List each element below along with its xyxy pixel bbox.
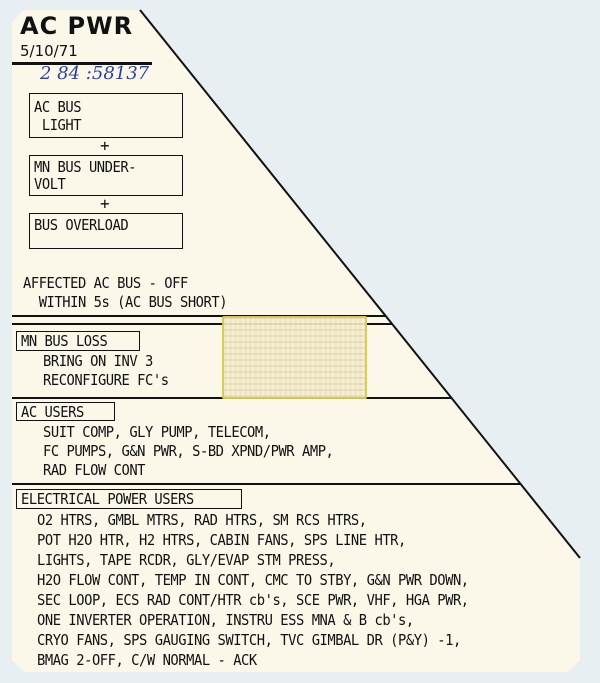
handwritten-note: 2 84 :58137 (40, 63, 150, 84)
section-line: O2 HTRS, GMBL MTRS, RAD HTRS, SM RCS HTR… (37, 511, 367, 529)
section-line: BMAG 2-OFF, C/W NORMAL - ACK (37, 651, 257, 669)
condition-box-ac-bus-light: AC BUS LIGHT (29, 93, 183, 138)
section-line: CRYO FANS, SPS GAUGING SWITCH, TVC GIMBA… (37, 631, 461, 649)
condition-text: BUS OVERLOAD (34, 216, 129, 234)
section-line: RAD FLOW CONT (43, 461, 146, 479)
plus-sign: + (100, 136, 110, 155)
section-line: POT H2O HTR, H2 HTRS, CABIN FANS, SPS LI… (37, 531, 406, 549)
velcro-patch (222, 316, 367, 399)
condition-text: MN BUS UNDER- (34, 158, 137, 176)
condition-box-mn-bus-undervolt: MN BUS UNDER- VOLT (29, 155, 183, 196)
section-line: RECONFIGURE FC's (43, 371, 169, 389)
section-line: ONE INVERTER OPERATION, INSTRU ESS MNA &… (37, 611, 414, 629)
section-header-label: AC USERS (21, 403, 84, 421)
action-line-1: AFFECTED AC BUS - OFF (23, 274, 188, 292)
card-date: 5/10/71 (20, 42, 78, 60)
checklist-card: AC PWR 5/10/71 2 84 :58137 AC BUS LIGHT … (12, 10, 580, 672)
title-divider (12, 62, 152, 65)
section-line: SUIT COMP, GLY PUMP, TELECOM, (43, 423, 271, 441)
action-line-2: WITHIN 5s (AC BUS SHORT) (23, 293, 228, 311)
section-line: SEC LOOP, ECS RAD CONT/HTR cb's, SCE PWR… (37, 591, 469, 609)
section-header-ac-users: AC USERS (16, 402, 115, 421)
section-divider (12, 483, 572, 485)
condition-text: LIGHT (34, 116, 82, 134)
section-header-mn-bus-loss: MN BUS LOSS (16, 331, 140, 351)
condition-text: VOLT (34, 175, 66, 193)
section-line: LIGHTS, TAPE RCDR, GLY/EVAP STM PRESS, (37, 551, 336, 569)
section-header-label: MN BUS LOSS (21, 332, 108, 350)
section-header-electrical-power-users: ELECTRICAL POWER USERS (16, 489, 242, 509)
section-line: BRING ON INV 3 (43, 352, 153, 370)
section-line: H2O FLOW CONT, TEMP IN CONT, CMC TO STBY… (37, 571, 469, 589)
card-title: AC PWR (20, 12, 134, 40)
section-header-label: ELECTRICAL POWER USERS (21, 490, 194, 508)
plus-sign: + (100, 194, 110, 213)
section-line: FC PUMPS, G&N PWR, S-BD XPND/PWR AMP, (43, 442, 334, 460)
condition-text: AC BUS (34, 98, 82, 116)
condition-box-bus-overload: BUS OVERLOAD (29, 213, 183, 249)
